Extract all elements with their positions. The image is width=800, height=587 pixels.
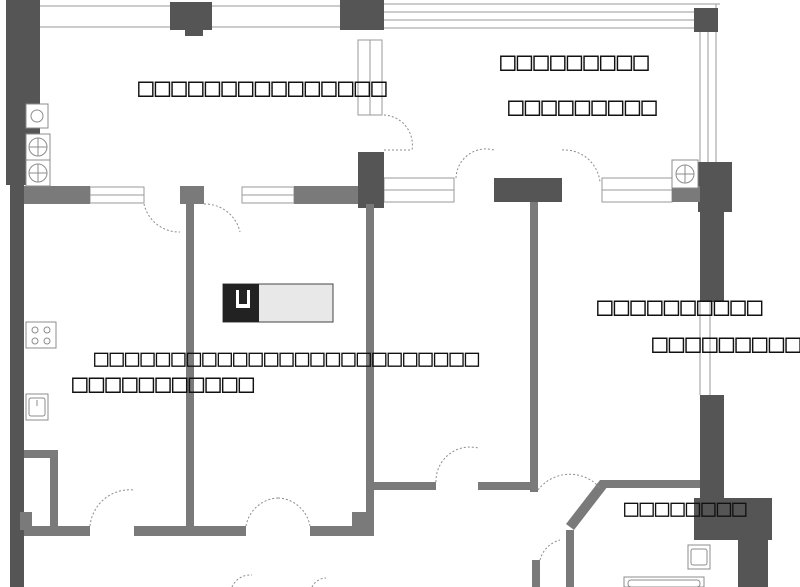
furniture-block (222, 283, 334, 323)
kitchen-fixtures (25, 103, 711, 587)
room-label-right-1: □□□□□□□□□□ (597, 292, 764, 322)
room-label-middle: □□□□□□□□□□□□□□□□□□□□□□□□□ (94, 344, 480, 372)
room-label-left: □□□□□□□□□□□ (72, 369, 255, 399)
room-label-top-right-1: □□□□□□□□□ (500, 47, 650, 77)
interior-walls (20, 186, 700, 587)
room-label-right-2: □□□□□□□□□□ (652, 329, 800, 359)
doors (89, 114, 601, 587)
room-label-top-left: □□□□□□□□□□□□□□□ (138, 73, 388, 103)
room-labels: □□□□□□□□□□□□□□□ □□□□□□□□□ □□□□□□□□□ □□□□… (72, 47, 800, 522)
room-label-top-right-2: □□□□□□□□□ (508, 92, 658, 122)
room-label-bath: □□□□□□□□ (624, 494, 748, 522)
walls (6, 0, 772, 587)
